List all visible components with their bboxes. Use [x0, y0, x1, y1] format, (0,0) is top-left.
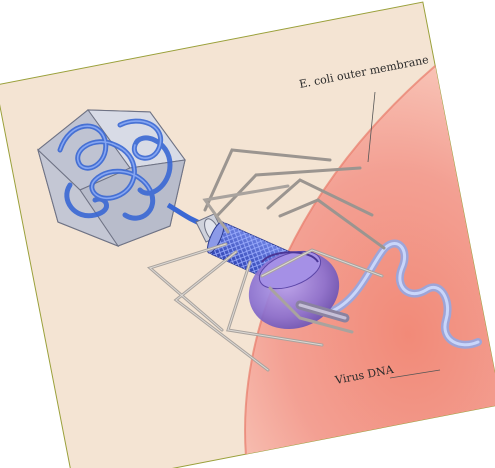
phage-infection-diagram: E. coli outer membrane Virus DNA: [0, 0, 495, 468]
